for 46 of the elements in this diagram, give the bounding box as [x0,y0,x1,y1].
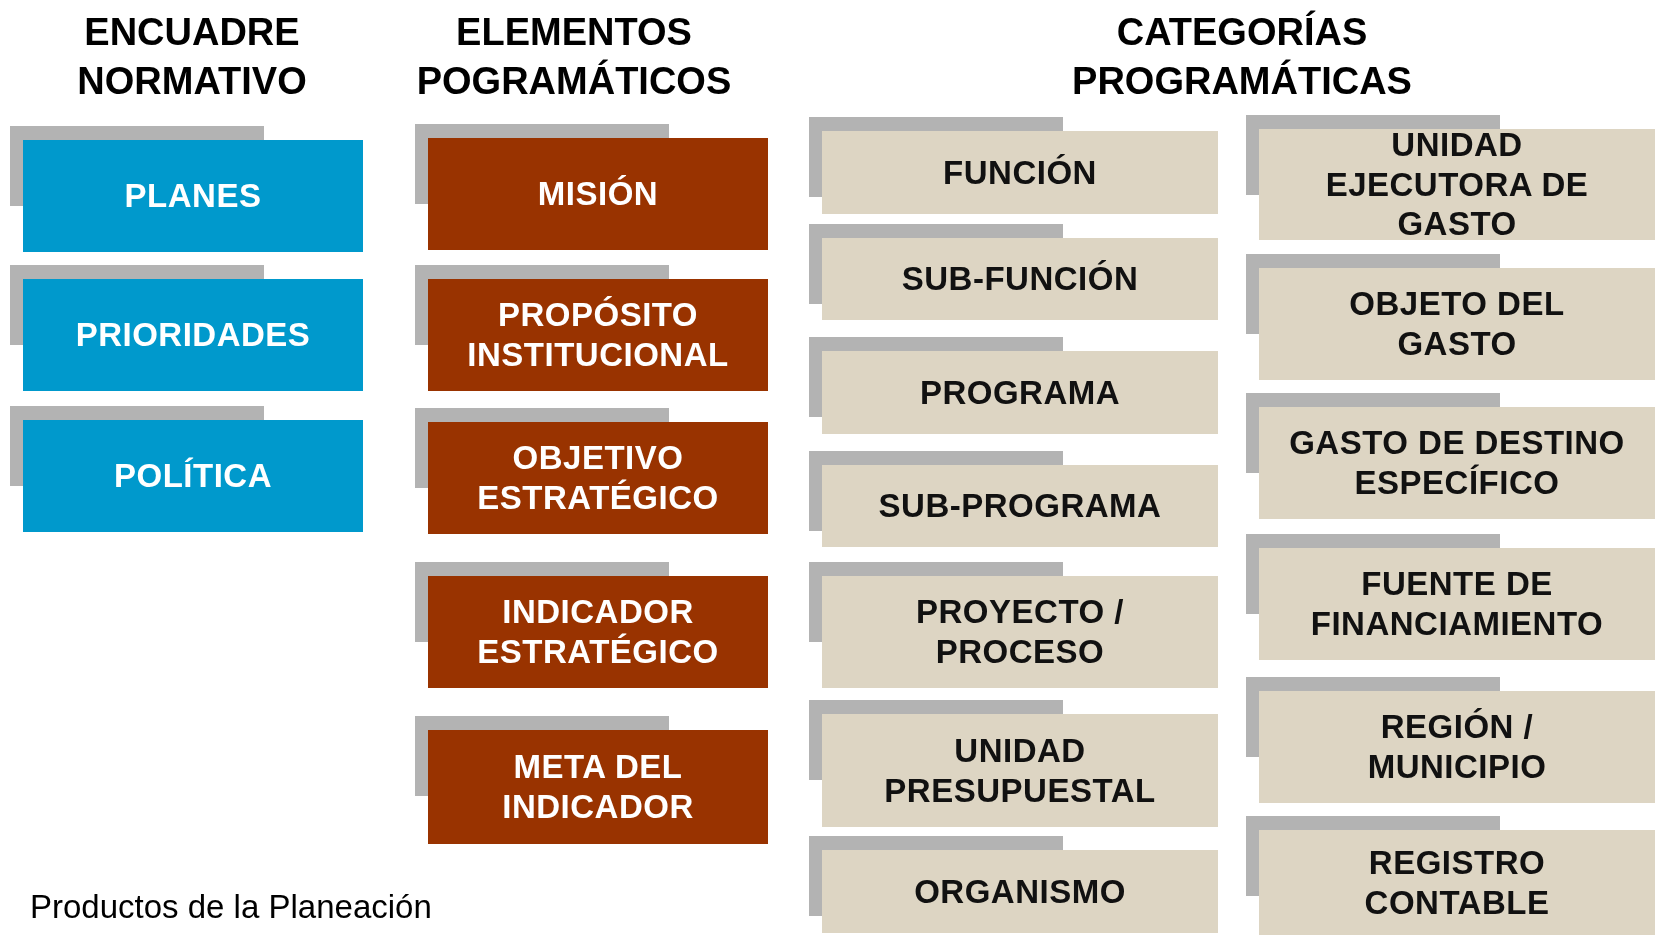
category-box [822,465,1218,547]
category-box [1259,129,1655,240]
category-box [822,238,1218,320]
box-label: PROYECTO / PROCESO [915,592,1125,672]
category-box [1259,407,1655,519]
box-label: PLANES [124,176,262,216]
category-box [1259,268,1655,380]
category-box [822,351,1218,434]
box-label: SUB-FUNCIÓN [901,259,1139,299]
box-label: OBJETIVO ESTRATÉGICO [476,438,720,518]
box-label: OBJETO DEL GASTO [1348,284,1566,364]
category-box [822,576,1218,688]
box-label: POLÍTICA [114,456,272,496]
box-label: PROPÓSITO INSTITUCIONAL [466,295,730,375]
box-label: UNIDAD EJECUTORA DE GASTO [1324,125,1590,244]
box-label: META DEL INDICADOR [501,747,695,827]
element-box [428,138,768,250]
box-label: UNIDAD PRESUPUESTAL [883,730,1157,811]
category-box [23,279,363,391]
box-label: REGIÓN / MUNICIPIO [1366,707,1548,787]
box-label: PROGRAMA [919,372,1121,413]
element-box [428,576,768,688]
column-heading: ELEMENTOS POGRAMÁTICOS [415,10,733,104]
column-heading: ENCUADRE NORMATIVO [76,10,308,104]
category-box [23,140,363,252]
box-label: ORGANISMO [914,871,1126,912]
box-label: SUB-PROGRAMA [878,486,1162,526]
category-box [1259,548,1655,660]
element-box [428,730,768,844]
footnote: Productos de la Planeación [30,888,432,926]
column-heading: CATEGORÍAS PROGRAMÁTICAS [1071,9,1413,104]
category-box [822,714,1218,827]
box-label: MISIÓN [537,174,659,214]
box-label: REGISTRO CONTABLE [1363,842,1551,923]
category-box [1259,830,1655,935]
box-label: FUNCIÓN [943,152,1097,193]
box-label: FUENTE DE FINANCIAMIENTO [1309,564,1605,644]
category-box [822,131,1218,214]
category-box [822,850,1218,933]
category-box [23,420,363,532]
category-box [1259,691,1655,803]
element-box [428,422,768,534]
box-label: INDICADOR ESTRATÉGICO [476,592,720,672]
element-box [428,279,768,391]
box-label: GASTO DE DESTINO ESPECÍFICO [1289,423,1625,503]
box-label: PRIORIDADES [75,315,311,355]
